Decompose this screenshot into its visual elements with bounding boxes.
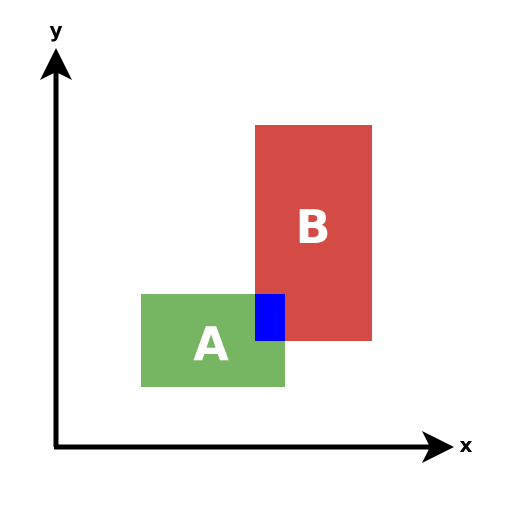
x-axis-arrowhead-icon xyxy=(422,431,454,463)
rectangle-b-label: B xyxy=(295,200,330,254)
rectangle-a-label: A xyxy=(193,317,229,371)
y-axis-label: y xyxy=(49,18,62,42)
intersection-region xyxy=(255,294,285,341)
x-axis-label: x xyxy=(460,433,473,457)
y-axis-arrowhead-icon xyxy=(40,48,72,80)
